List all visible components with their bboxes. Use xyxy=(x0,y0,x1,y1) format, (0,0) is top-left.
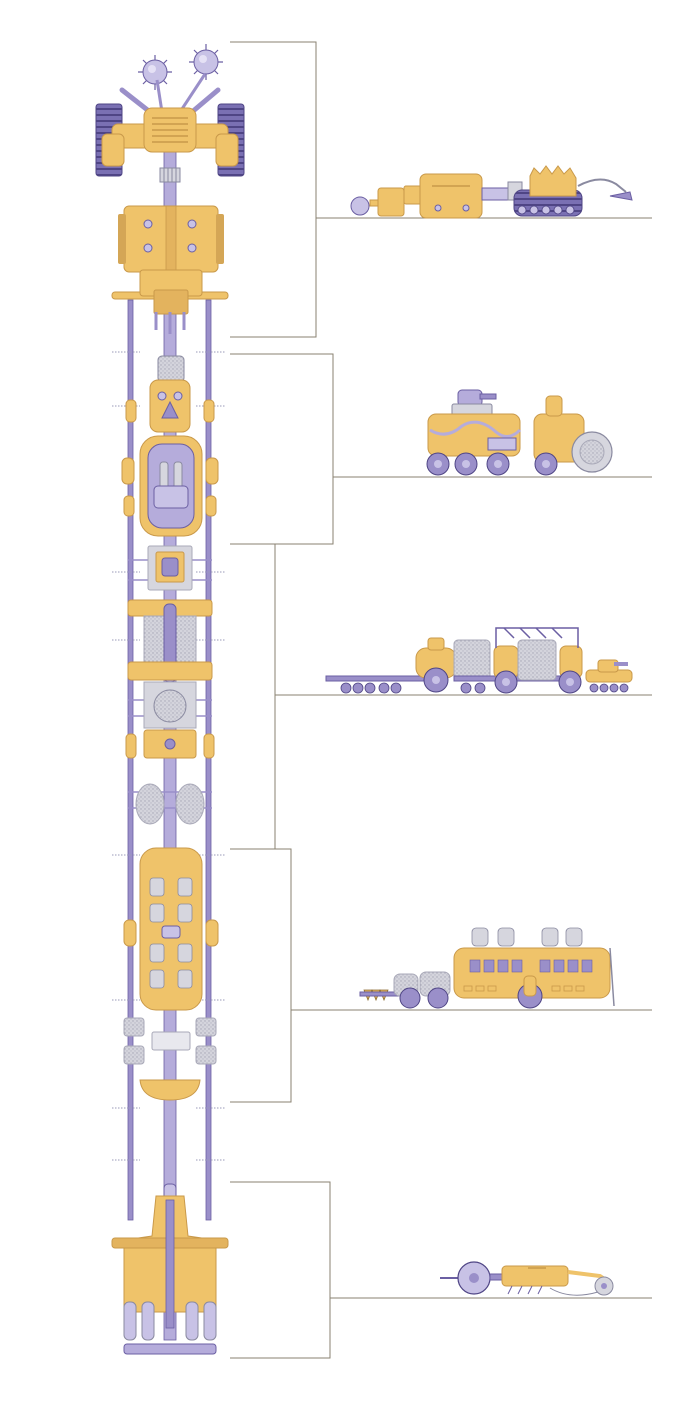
gantry-frame xyxy=(495,627,579,648)
top-view-armored-cabin xyxy=(121,355,219,537)
drill-ball-left xyxy=(138,55,172,90)
top-view-drill-head xyxy=(95,44,245,183)
top-view-flatbed-tanks xyxy=(125,545,215,825)
drill-ball-right xyxy=(189,44,223,80)
top-view-passenger-car xyxy=(123,847,219,1101)
passenger-car-icon xyxy=(359,927,615,1009)
top-view-engine-block xyxy=(111,205,229,334)
connector-lines xyxy=(230,41,652,1359)
armored-roller-icon xyxy=(426,389,613,476)
top-view-rear-plough xyxy=(111,1183,229,1355)
tracked-drill-icon xyxy=(350,165,633,219)
plough-roller-icon xyxy=(440,1261,614,1296)
flatbed-tank-icon xyxy=(325,627,633,694)
